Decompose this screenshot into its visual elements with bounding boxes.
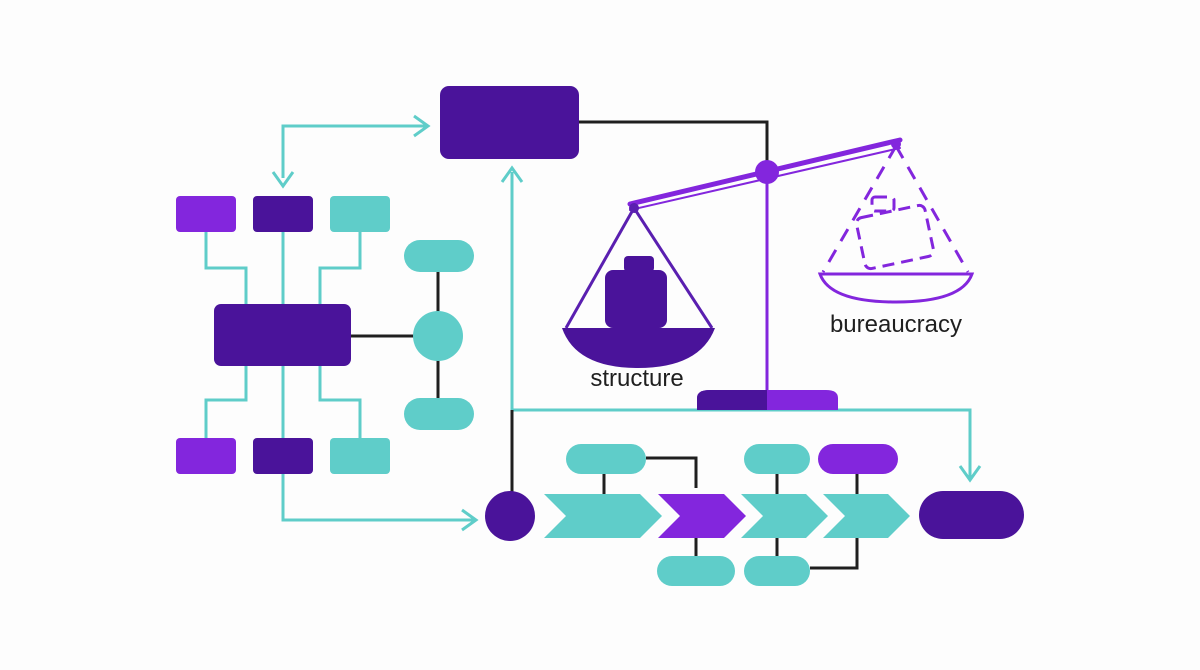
org-node: [253, 438, 313, 474]
cluster-pill: [404, 240, 474, 272]
teal-cluster: [404, 240, 474, 430]
scale-pivot: [755, 160, 779, 184]
process-pill: [744, 556, 810, 586]
weight-handle: [624, 256, 654, 272]
bureaucracy-label: bureaucracy: [830, 311, 962, 338]
org-node: [253, 196, 313, 232]
process-pill: [744, 444, 810, 474]
pan-hook: [891, 139, 901, 149]
pan-string: [894, 145, 970, 273]
dashed-weight-handle: [870, 195, 896, 213]
pan-string: [821, 145, 898, 273]
weight-body: [605, 270, 667, 328]
end-terminal: [919, 491, 1024, 539]
process-chevron: [658, 494, 746, 538]
pan-string: [564, 207, 636, 329]
weight-icon: [605, 256, 667, 328]
process-pill: [566, 444, 646, 474]
org-branch: [318, 232, 362, 304]
org-node: [176, 438, 236, 474]
process-chevron: [544, 494, 662, 538]
connectors: [204, 114, 982, 570]
right-pan-bowl: [817, 272, 975, 304]
arrow-head-icon: [500, 165, 524, 183]
arrow-head-icon: [958, 465, 982, 483]
connector-to-top-box: [281, 124, 428, 178]
org-node: [176, 196, 236, 232]
left-pan: [562, 203, 715, 368]
process-flow: [485, 444, 1024, 586]
balance-scale-icon: structure bureaucracy: [562, 137, 975, 410]
connector-to-process: [281, 474, 474, 522]
connector-box-to-scale: [578, 120, 769, 170]
org-node: [330, 438, 390, 474]
cluster-pill: [404, 398, 474, 430]
process-link: [810, 536, 859, 570]
connector-to-end: [512, 408, 972, 478]
start-circle: [485, 491, 535, 541]
org-branch: [204, 366, 248, 438]
org-main-node: [214, 304, 351, 366]
process-link: [646, 456, 698, 488]
org-branch: [318, 366, 362, 438]
top-box: [440, 86, 579, 159]
arrow-head-icon: [461, 508, 479, 532]
cluster-circle: [413, 311, 463, 361]
process-chevron: [741, 494, 828, 538]
structure-label: structure: [590, 365, 683, 392]
scale-base-shade: [697, 390, 767, 410]
org-chart: [176, 196, 390, 474]
left-pan-bowl: [562, 328, 715, 368]
process-chevron: [823, 494, 910, 538]
pan-string: [632, 207, 714, 329]
process-pill: [657, 556, 735, 586]
right-pan: [817, 139, 975, 304]
arrow-head-icon: [271, 171, 295, 189]
pan-hook: [629, 203, 639, 213]
process-pill: [818, 444, 898, 474]
arrow-head-icon: [413, 114, 431, 138]
org-node: [330, 196, 390, 232]
dashed-weight-icon: [854, 195, 936, 271]
dashed-weight-body: [854, 203, 936, 271]
org-branch: [204, 232, 248, 304]
